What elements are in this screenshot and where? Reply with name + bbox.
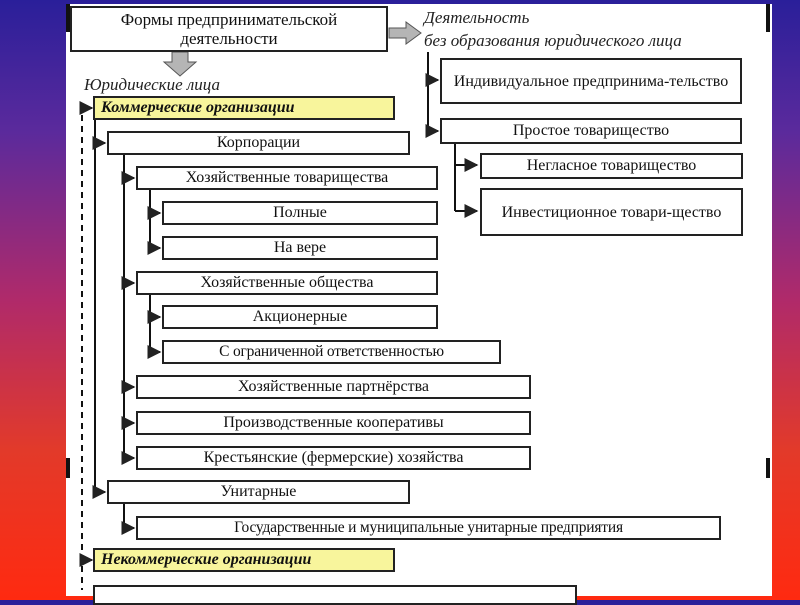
arrow-right-to-no-legal-entity [388, 21, 422, 45]
no-legal-entity-heading-line1: Деятельность [424, 8, 530, 27]
commercial-organizations-box: Коммерческие организации [93, 96, 395, 120]
corner-bracket-top-right [766, 4, 770, 32]
root-box: Формы предпринимательской деятельности [70, 6, 388, 52]
production-cooperatives-box: Производственные кооперативы [136, 411, 531, 435]
individual-entrepreneurship-box: Индивидуальное предпринима-тельство [440, 58, 742, 104]
business-partnerships-box: Хозяйственные товарищества [136, 166, 438, 190]
noncommercial-organizations-box: Некоммерческие организации [93, 548, 395, 572]
business-companies-box: Хозяйственные общества [136, 271, 438, 295]
unitary-box: Унитарные [107, 480, 410, 504]
economic-partnerships-box: Хозяйственные партнёрства [136, 375, 531, 399]
llc-box: С ограниченной ответственностью [162, 340, 501, 364]
limited-partnership-box: На вере [162, 236, 438, 260]
corner-bracket-bottom-right [766, 458, 770, 478]
corporations-box: Корпорации [107, 131, 410, 155]
full-partnership-box: Полные [162, 201, 438, 225]
arrow-down-to-legal-entities [162, 51, 198, 77]
corner-bracket-top-left [66, 4, 70, 32]
joint-stock-box: Акционерные [162, 305, 438, 329]
legal-entities-heading: Юридические лица [84, 75, 220, 94]
investment-partnership-box: Инвестиционное товари-щество [480, 188, 743, 236]
simple-partnership-box: Простое товарищество [440, 118, 742, 144]
no-legal-entity-heading-line2: без образования юридического лица [424, 31, 682, 50]
corner-bracket-bottom-left [66, 458, 70, 478]
noncommercial-child-box [93, 585, 577, 605]
farm-households-box: Крестьянские (фермерские) хозяйства [136, 446, 531, 470]
silent-partnership-box: Негласное товарищество [480, 153, 743, 179]
state-municipal-unitary-box: Государственные и муниципальные унитарны… [136, 516, 721, 540]
